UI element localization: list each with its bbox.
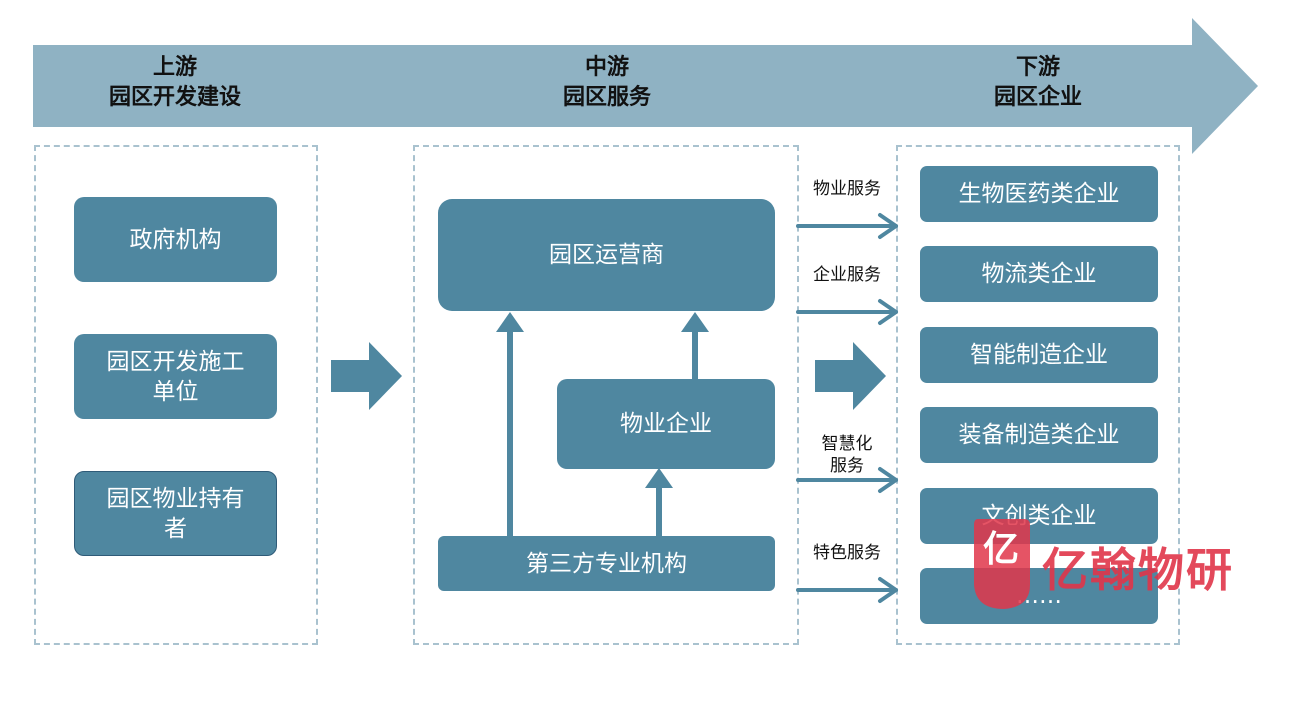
upstream-item-label: 园区物业持有 者 [106, 485, 245, 542]
arrowhead-up [681, 312, 709, 332]
downstream-region [896, 145, 1180, 645]
upstream-header: 上游 园区开发建设 [45, 53, 305, 113]
brand-logo-icon: 亿 [974, 519, 1030, 609]
arrowhead-up [496, 312, 524, 332]
park-operator-box: 园区运营商 [438, 199, 775, 311]
downstream-header: 下游 园区企业 [908, 53, 1168, 113]
midstream-header: 中游 园区服务 [477, 53, 737, 113]
downstream-item-smart-mfg: 智能制造企业 [920, 327, 1158, 383]
service-arrowhead [878, 299, 898, 325]
downstream-item-more: …… [920, 568, 1158, 624]
upstream-region [34, 145, 318, 645]
upstream-item-label: 政府机构 [129, 226, 222, 253]
downstream-item-logistics: 物流类企业 [920, 246, 1158, 302]
upstream-item-label: 园区开发施工 单位 [106, 348, 245, 405]
third-party-agency-box: 第三方专业机构 [438, 536, 775, 591]
downstream-item-label: 装备制造类企业 [958, 422, 1120, 448]
service-label-property: 物业服务 [813, 179, 881, 199]
service-label-enterprise: 企业服务 [813, 265, 881, 285]
upstream-title: 上游 [152, 55, 197, 80]
upstream-to-midstream-arrow [331, 342, 402, 410]
downstream-item-equipment-mfg: 装备制造类企业 [920, 407, 1158, 463]
park-operator-label: 园区运营商 [549, 242, 664, 268]
arrowhead-up [645, 468, 673, 488]
property-company-label: 物业企业 [620, 411, 712, 437]
downstream-title: 下游 [1015, 55, 1060, 80]
downstream-subtitle: 园区企业 [993, 85, 1082, 110]
upstream-subtitle: 园区开发建设 [108, 85, 241, 110]
property-company-box: 物业企业 [557, 379, 775, 469]
upstream-item-property-holder: 园区物业持有 者 [74, 471, 277, 556]
service-arrowhead [878, 577, 898, 603]
upstream-item-government: 政府机构 [74, 197, 277, 282]
service-arrowhead [878, 467, 898, 493]
downstream-item-biomed: 生物医药类企业 [920, 166, 1158, 222]
upstream-item-construction: 园区开发施工 单位 [74, 334, 277, 419]
service-arrowhead [878, 213, 898, 239]
downstream-item-label: 生物医药类企业 [958, 181, 1120, 207]
third-party-agency-label: 第三方专业机构 [526, 550, 687, 577]
midstream-subtitle: 园区服务 [562, 85, 651, 110]
midstream-region [413, 145, 799, 645]
midstream-to-downstream-arrow [815, 342, 886, 410]
service-label-smart: 智慧化 服务 [821, 434, 873, 476]
downstream-item-label: 智能制造企业 [970, 342, 1108, 368]
midstream-title: 中游 [584, 55, 629, 80]
brand-logo-char: 亿 [983, 529, 1019, 570]
brand-watermark-text: 亿翰物研 [1042, 543, 1234, 597]
downstream-item-label: 物流类企业 [981, 261, 1097, 287]
service-label-special: 特色服务 [813, 543, 881, 563]
